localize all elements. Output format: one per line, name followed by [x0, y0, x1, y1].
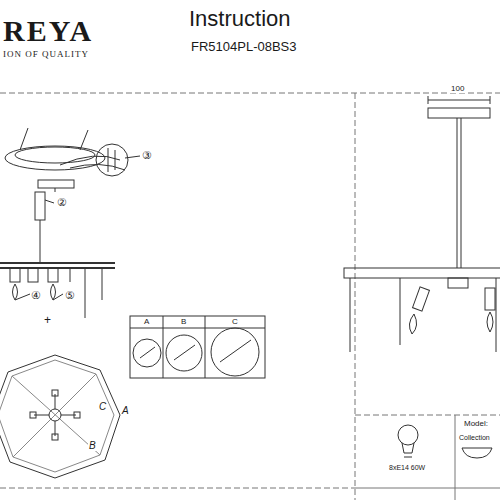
table-header: A — [143, 318, 150, 326]
callout-number: + — [43, 314, 52, 326]
table-header: B — [180, 318, 187, 326]
part-letter: C — [98, 402, 107, 412]
callout-number: ③ — [141, 150, 153, 161]
info-label: Model: — [463, 420, 489, 428]
callout-number: ④ — [30, 290, 42, 301]
logo-tagline: ION OF QUALITY — [2, 50, 90, 59]
table-header: C — [231, 318, 239, 326]
part-letter: B — [88, 441, 97, 451]
dimension: 100 — [450, 85, 465, 93]
model-number: FR5104PL-08BS3 — [190, 40, 298, 53]
info-label: Collection — [458, 434, 491, 441]
callout-number: ② — [56, 197, 68, 208]
lamp-spec: 8xE14 60W — [388, 464, 426, 471]
part-letter: A — [121, 406, 130, 416]
logo-text: REYA — [2, 16, 94, 46]
sheet-title: Instruction — [188, 8, 292, 30]
callout-number: ⑤ — [64, 290, 76, 301]
